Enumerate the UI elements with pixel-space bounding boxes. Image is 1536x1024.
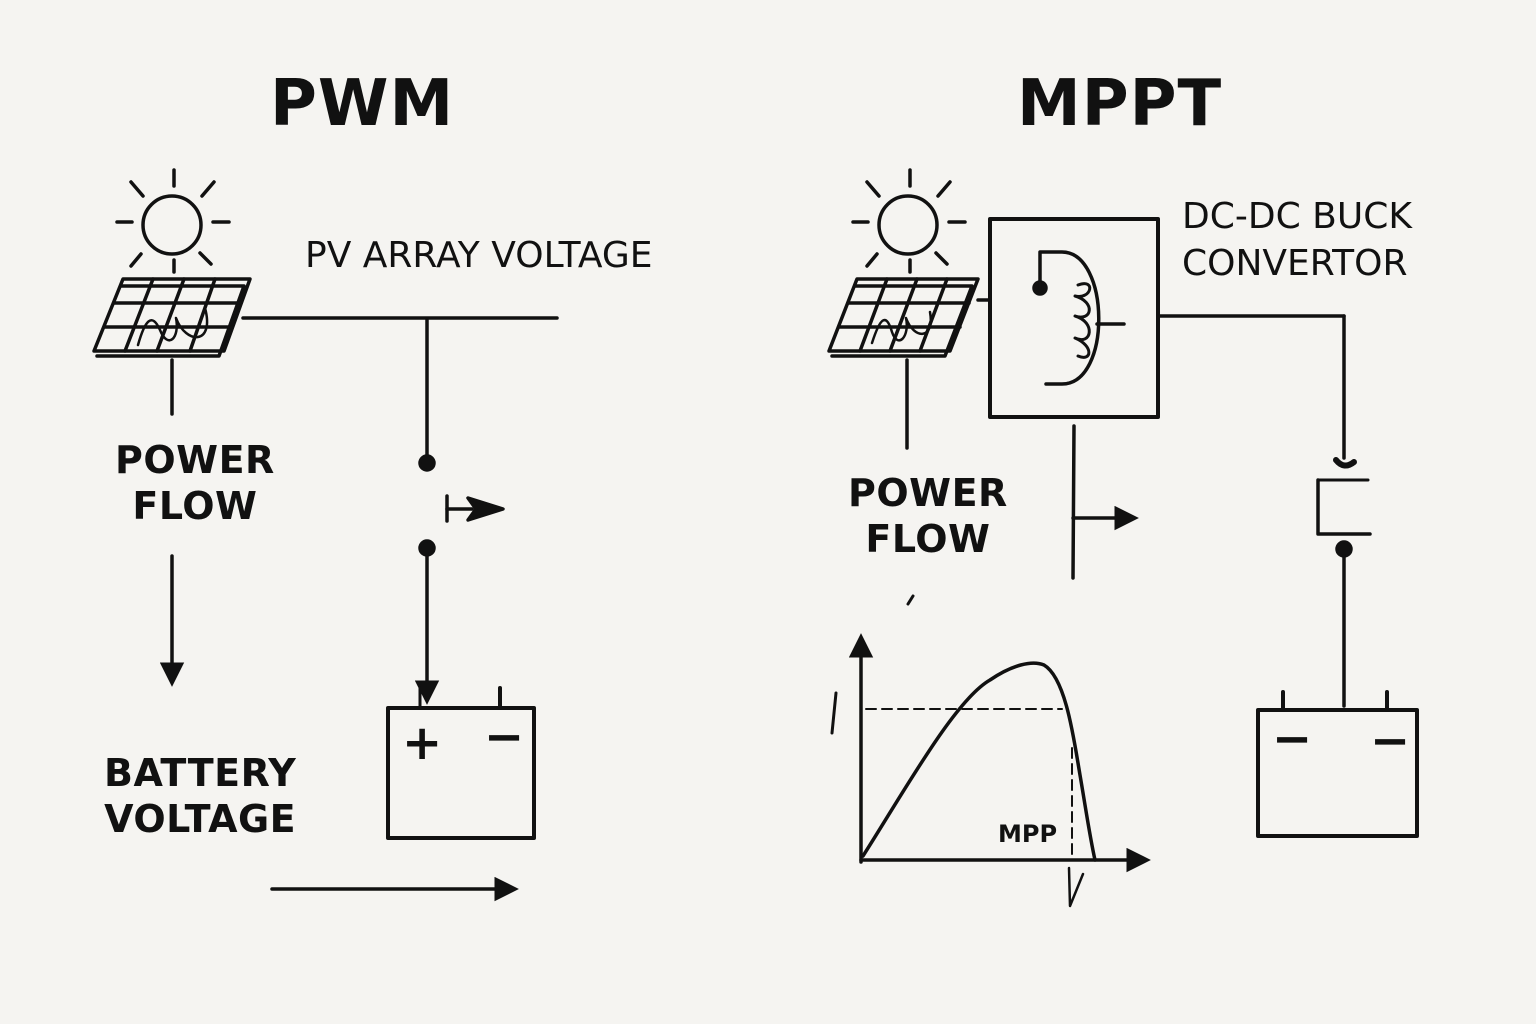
pwm-sun-icon [115, 168, 231, 274]
pwm-battery-minus-sign: − [484, 709, 525, 765]
mppt-solar-panel-icon [827, 277, 980, 358]
pv-curve-mpp-guides [865, 708, 1073, 861]
pv-array-voltage-label: PV ARRAY VOLTAGE [305, 235, 653, 276]
pwm-solar-panel-icon [92, 277, 252, 358]
pwm-battery-icon [386, 686, 536, 840]
mppt-battery-left-sign: − [1272, 711, 1313, 767]
dc-dc-converter-box [988, 217, 1160, 419]
mppt-battery-icon [1256, 690, 1419, 838]
mppt-stray-tick [906, 594, 915, 606]
pwm-title: PWM [270, 67, 455, 141]
mppt-panel-wiring [905, 298, 992, 450]
pwm-switch-icon [445, 494, 505, 523]
pwm-power-flow-label: POWER FLOW [115, 438, 275, 529]
mpp-label: MPP [998, 820, 1058, 848]
pwm-battery-feed [414, 539, 440, 705]
pv-curve-axes [830, 633, 1151, 873]
dc-dc-converter-label: DC-DC BUCK CONVERTOR [1182, 196, 1412, 284]
pwm-battery-plus-sign: + [402, 715, 443, 771]
mppt-converter-output-wiring [1158, 314, 1372, 708]
mppt-battery-right-sign: − [1370, 713, 1411, 769]
battery-voltage-label: BATTERY VOLTAGE [104, 751, 297, 842]
pwm-pv-array-wiring [170, 316, 559, 472]
mppt-power-flow-label: POWER FLOW [848, 471, 1008, 562]
pv-curve [861, 661, 1097, 862]
mppt-title: MPPT [1017, 67, 1223, 141]
mppt-power-flow-arrow [1071, 424, 1139, 580]
pv-curve-tail [1067, 866, 1085, 908]
mppt-sun-icon [851, 168, 967, 274]
inductor-icon [1032, 250, 1126, 386]
